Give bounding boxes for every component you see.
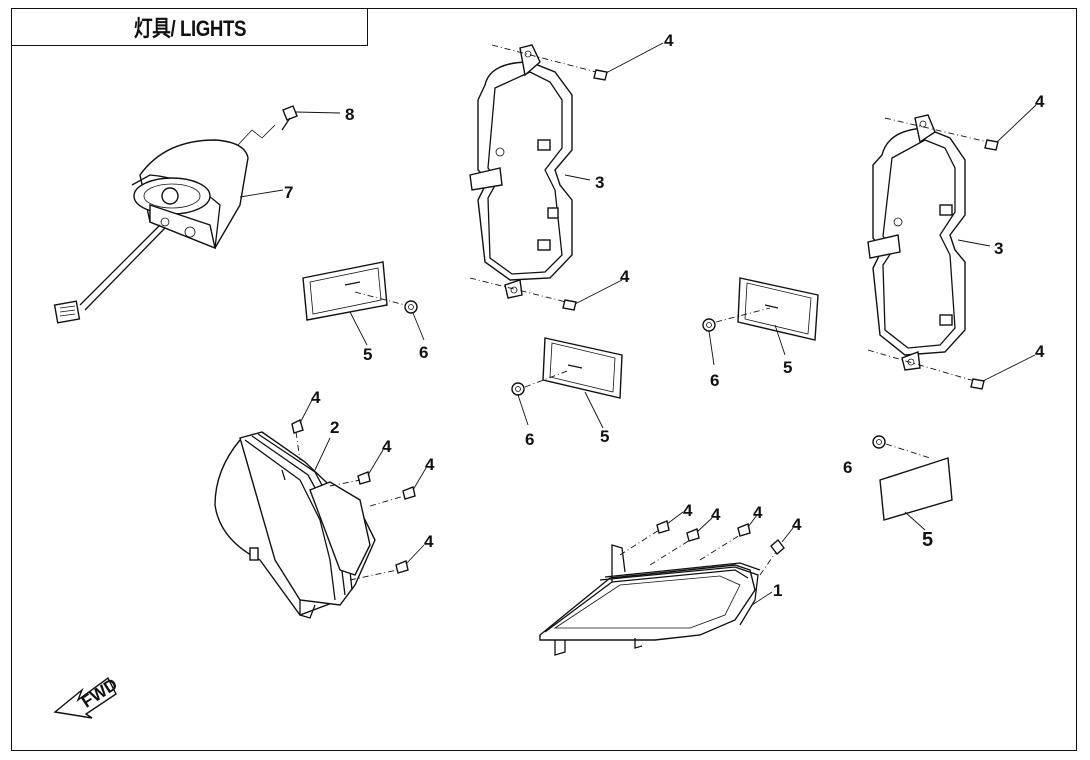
callout-2: 2 (330, 418, 339, 437)
callout-4g: 4 (425, 455, 435, 474)
page-title: 灯具/ LIGHTS (133, 16, 246, 41)
callout-4k: 4 (753, 503, 763, 522)
callout-4i: 4 (683, 501, 693, 520)
callout-6c: 6 (710, 371, 719, 390)
callout-6d: 6 (843, 458, 852, 477)
callout-5d: 5 (922, 529, 933, 551)
callout-4h: 4 (424, 532, 434, 551)
callout-4j: 4 (711, 505, 721, 524)
fwd-arrow: FWD (53, 675, 121, 719)
license-plate-lamp (53, 124, 284, 324)
callout-4c: 4 (1035, 92, 1045, 111)
callout-5c: 5 (783, 358, 792, 377)
callout-4a: 4 (664, 31, 674, 50)
callout-7: 7 (284, 183, 293, 202)
callout-4b: 4 (620, 267, 630, 286)
callout-6b: 6 (525, 430, 534, 449)
callout-4e: 4 (311, 388, 321, 407)
tail-light-left (469, 44, 591, 299)
reflector-2 (542, 337, 623, 429)
callout-4d: 4 (1035, 342, 1045, 361)
reflector-4 (879, 457, 953, 531)
diagram-frame (11, 8, 1077, 751)
fwd-label: FWD (78, 675, 121, 712)
callout-5a: 5 (363, 345, 372, 364)
right-headlight (539, 544, 761, 656)
callout-labels: 1 2 3 3 4 4 4 4 4 4 4 4 4 4 4 4 5 5 5 5 … (284, 31, 1045, 600)
nut-group (354, 291, 931, 459)
callout-3a: 3 (595, 173, 604, 192)
callout-1: 1 (773, 581, 782, 600)
callout-6a: 6 (419, 343, 428, 362)
screw-8 (281, 105, 341, 131)
callout-8: 8 (345, 105, 354, 124)
callout-3b: 3 (994, 239, 1003, 258)
tail-light-right (867, 114, 991, 371)
callout-4f: 4 (382, 437, 392, 456)
callout-4l: 4 (792, 515, 802, 534)
reflector-1 (302, 261, 388, 346)
title-box: 灯具/ LIGHTS (11, 8, 368, 46)
callout-5b: 5 (600, 427, 609, 446)
left-headlight (214, 431, 376, 619)
screw-group (291, 42, 1037, 606)
reflector-3 (737, 277, 819, 356)
